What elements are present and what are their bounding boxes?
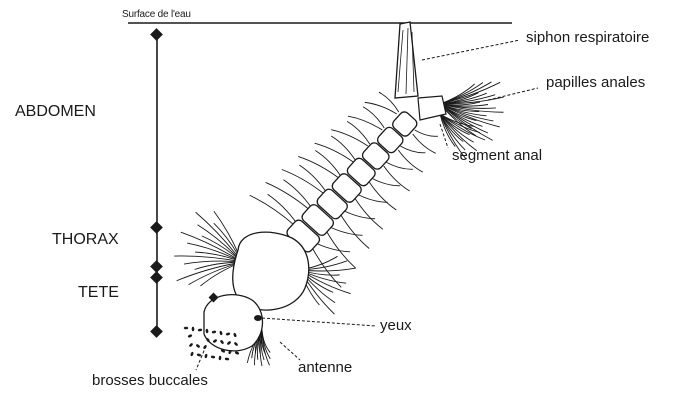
yeux-label: yeux	[380, 318, 412, 333]
head-body	[204, 295, 263, 351]
abdomen-hair	[340, 214, 369, 248]
tete-label: TETE	[78, 285, 119, 301]
eye-mark	[254, 315, 262, 321]
abdomen-hair	[400, 146, 425, 153]
abdomen-hair	[371, 178, 400, 186]
abdomen-hair	[315, 151, 340, 176]
abdomen-hair	[315, 143, 354, 162]
brush-bristle	[197, 353, 202, 357]
leader-siphon	[422, 40, 520, 60]
scale-marker-head-top	[150, 271, 163, 284]
abdomen-hair	[266, 182, 310, 210]
brush-bristle	[187, 334, 192, 338]
brush-bristle	[192, 327, 195, 332]
brush-bristle	[211, 355, 216, 358]
abdomen-hair	[365, 102, 397, 114]
abdomen-hair	[250, 195, 296, 226]
papilles-label: papilles anales	[546, 75, 645, 90]
brush-bristle	[225, 358, 230, 361]
abdomen-hair	[357, 194, 388, 202]
scale-marker-bottom	[150, 325, 163, 338]
brush-bristle	[218, 356, 221, 361]
abdomen-hair	[299, 165, 326, 192]
abdomen-hair	[268, 194, 298, 224]
scale-marker-top	[150, 28, 163, 41]
abdomen-segments	[285, 110, 419, 254]
abdomen-hair	[386, 162, 413, 169]
leader-antenne	[280, 342, 300, 360]
scale-marker-thorax-top	[150, 221, 163, 234]
abdomen-hair	[413, 134, 436, 153]
thorax-label: THORAX	[52, 232, 119, 248]
abdomen-hair	[369, 182, 396, 210]
leader-papilles	[488, 88, 538, 100]
abdomen-hair	[355, 198, 383, 229]
siphon-label: siphon respiratoire	[526, 30, 649, 45]
abdomen-hair	[331, 130, 368, 146]
brosses-label: brosses buccales	[92, 373, 208, 388]
abdomen-hair	[398, 150, 423, 172]
scale-marker-thorax-bottom	[150, 260, 163, 273]
brush-bristle	[184, 327, 188, 330]
brush-bristle	[190, 351, 194, 356]
abdomen-hair	[331, 136, 355, 160]
brush-bristle	[189, 343, 194, 348]
abdomen-label: ABDOMEN	[15, 104, 96, 120]
segment-anal-label: segment anal	[452, 148, 542, 163]
brush-bristle	[198, 328, 203, 331]
abdomen-hair	[415, 130, 438, 136]
abdomen-hair	[313, 242, 350, 252]
abdomen-hair	[384, 166, 410, 191]
leader-brosses	[196, 346, 206, 370]
leader-yeux	[262, 318, 376, 326]
abdomen-hair	[298, 156, 339, 178]
abdomen-hair	[328, 226, 363, 235]
brush-bristle	[195, 344, 200, 349]
brush-bristle	[204, 354, 208, 359]
antenne-label: antenne	[298, 360, 352, 375]
water-surface-label: Surface de l'eau	[122, 10, 191, 20]
